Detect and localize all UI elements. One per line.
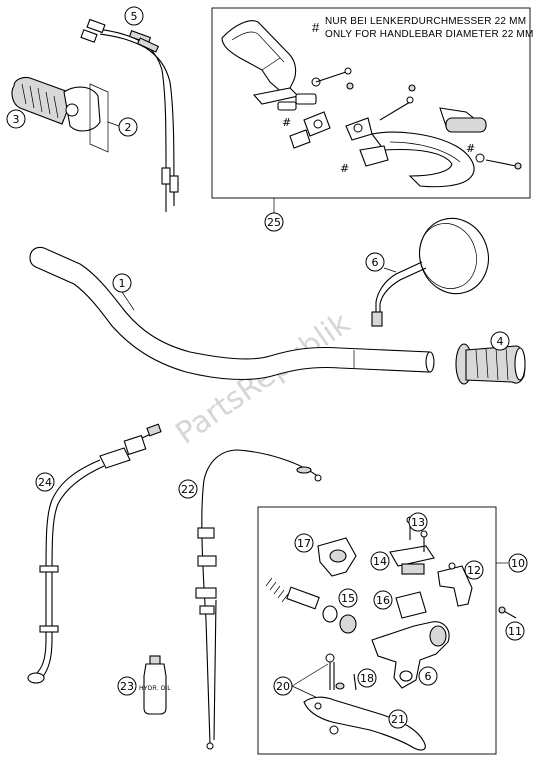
svg-text:14: 14	[373, 555, 387, 568]
master-cylinder	[371, 621, 450, 689]
master-piston	[265, 577, 357, 634]
svg-text:15: 15	[341, 592, 355, 605]
callout-3: 3	[6, 109, 26, 129]
callout-17: 15	[338, 588, 358, 608]
svg-text:6: 6	[372, 256, 379, 269]
callout-21: 20	[273, 676, 293, 696]
callout-11: 6	[418, 666, 438, 686]
note-line-2: ONLY FOR HANDLEBAR DIAMETER 22 MM	[325, 29, 534, 40]
hash-marker-2: #	[340, 162, 349, 175]
callout-25: 25	[264, 212, 284, 232]
svg-text:3: 3	[13, 113, 20, 126]
handlebar	[29, 246, 435, 381]
callout-5: 5	[124, 6, 144, 26]
clutch-line	[195, 449, 322, 750]
clamp	[317, 537, 357, 577]
callout-1: 1	[112, 273, 132, 293]
svg-text:23: 23	[120, 680, 134, 693]
callout-23: 24	[35, 472, 55, 492]
left-grip	[455, 343, 526, 385]
right-handguard: # #	[340, 84, 522, 188]
svg-text:21: 21	[391, 713, 405, 726]
svg-text:22: 22	[181, 483, 195, 496]
hash-marker-3: #	[466, 142, 475, 155]
svg-text:12: 12	[467, 564, 481, 577]
note-hash: #	[312, 20, 320, 35]
diaphragm	[395, 591, 427, 619]
handguard-kit-box	[211, 7, 531, 199]
lever-bolt	[325, 653, 345, 690]
throttle-cables	[80, 18, 179, 212]
callout-10: 10	[508, 553, 528, 573]
svg-text:13: 13	[411, 516, 425, 529]
lever-bracket	[437, 562, 473, 607]
watermark: PartsRepublik	[170, 306, 358, 452]
handguard-hardware-left: #	[277, 67, 354, 149]
callout-6: 6	[365, 252, 385, 272]
svg-text:4: 4	[497, 335, 504, 348]
choke-cable	[27, 423, 162, 684]
oil-bottle-label: HYDR. OIL	[139, 686, 171, 692]
svg-text:6: 6	[425, 670, 432, 683]
svg-text:16: 16	[376, 594, 390, 607]
callout-14: 13	[408, 512, 428, 532]
hash-marker-1: #	[282, 116, 291, 129]
callout-15: 14	[370, 551, 390, 571]
svg-text:11: 11	[508, 625, 522, 638]
svg-text:10: 10	[511, 557, 525, 570]
svg-text:1: 1	[119, 277, 126, 290]
left-handguard	[221, 20, 300, 105]
hydraulic-oil-bottle: HYDR. OIL	[139, 655, 171, 715]
callout-22: 22	[178, 479, 198, 499]
throttle-housing-outline	[89, 83, 109, 153]
throttle-grip	[11, 76, 101, 132]
svg-text:25: 25	[267, 216, 281, 229]
svg-text:20: 20	[276, 680, 290, 693]
reservoir-cover	[389, 516, 435, 575]
callout-4: 4	[490, 331, 510, 351]
svg-text:5: 5	[131, 10, 138, 23]
mirror	[371, 217, 489, 327]
clutch-lever	[303, 696, 426, 751]
callout-13: 12	[464, 560, 484, 580]
callout-2: 2	[118, 117, 138, 137]
callout-19: 18	[357, 668, 377, 688]
screw	[498, 606, 517, 619]
svg-text:17: 17	[297, 537, 311, 550]
svg-text:18: 18	[360, 672, 374, 685]
svg-text:24: 24	[38, 476, 52, 489]
callout-12: 11	[505, 621, 525, 641]
callout-24: 23	[117, 676, 137, 696]
callout-16: 16	[373, 590, 393, 610]
callout-18: 17	[294, 533, 314, 553]
callout-20: 21	[388, 709, 408, 729]
svg-text:2: 2	[125, 121, 132, 134]
pivot-pin	[353, 673, 357, 691]
clutch-assembly-box	[257, 506, 497, 755]
note-line-1: NUR BEI LENKERDURCHMESSER 22 MM	[325, 16, 526, 27]
